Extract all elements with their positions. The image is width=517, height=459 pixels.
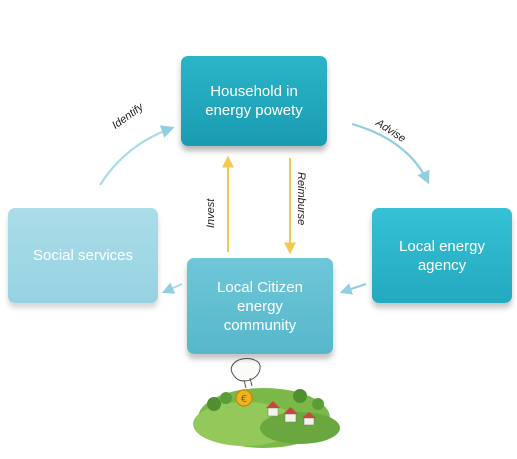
social-services-line-1: Social services	[32, 247, 134, 264]
local-citizen-energy-community-node: Local Citizen energy community	[187, 258, 333, 354]
household-node: Household in energy powety	[181, 56, 327, 146]
local-agency-line-2: agency	[417, 256, 467, 274]
social-services-node: Social services	[8, 208, 158, 303]
advise-arrow	[351, 122, 430, 185]
coin-icon	[235, 389, 253, 407]
reimburse-label: Reimburse	[295, 172, 307, 226]
community-to-social-arrow	[161, 282, 183, 294]
household-node-line-2: energy powety	[205, 102, 303, 119]
household-node-line-1: Household in	[210, 83, 298, 100]
invest-label: Invest	[205, 198, 217, 228]
community-line-1: Local Citizen	[217, 278, 303, 296]
community-line-2: energy	[237, 297, 283, 315]
local-energy-agency-node: Local energy agency	[372, 208, 512, 303]
hand-dropping-coin-over-village-icon: €	[193, 358, 340, 448]
identify-arrow	[99, 125, 175, 186]
agency-to-community-arrow	[339, 283, 367, 295]
local-agency-line-1: Local energy	[399, 237, 485, 255]
community-line-3: community	[223, 316, 297, 334]
svg-text:€: €	[241, 394, 247, 405]
